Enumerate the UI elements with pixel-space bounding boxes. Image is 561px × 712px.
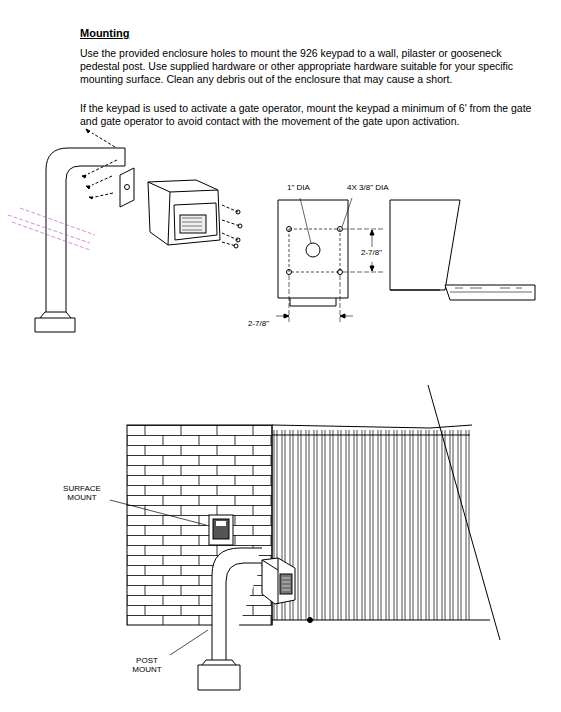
body-paragraph: Use the provided enclosure holes to moun…: [80, 47, 542, 85]
wall-and-gate: [127, 385, 500, 640]
front-view: [276, 198, 385, 322]
callout-label: POST MOUNT: [122, 656, 172, 674]
post-mount: [170, 548, 295, 690]
dimension-label: 2-7/8": [360, 248, 383, 258]
dimension-label: 2-7/8": [247, 319, 270, 329]
dimension-label: 1" DIA: [286, 183, 311, 193]
keypad-enclosure: [148, 180, 242, 248]
side-view: [390, 200, 535, 300]
surface-keypad: [110, 500, 233, 545]
dimension-label: 4X 3/8" DIA: [346, 183, 390, 193]
title: Mounting: [80, 27, 129, 40]
body-paragraph: If the keypad is used to activate a gate…: [80, 102, 542, 128]
gooseneck-post: [8, 129, 134, 332]
callout-label: SURFACE MOUNT: [54, 484, 110, 502]
